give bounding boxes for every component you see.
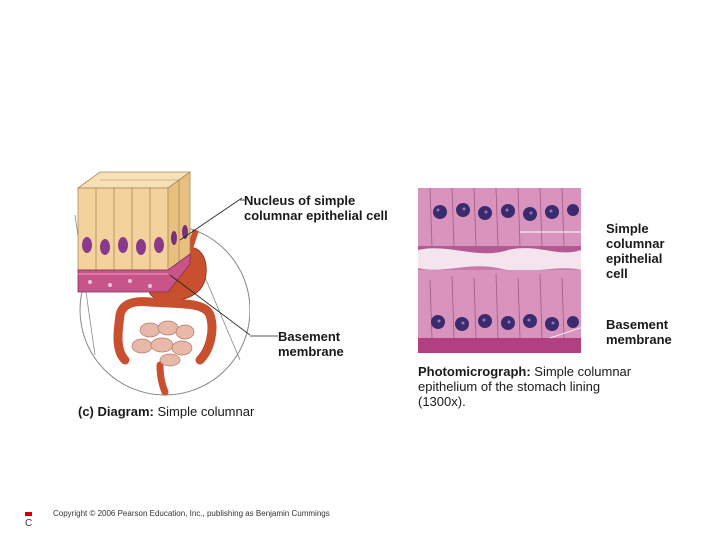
diagram-caption-prefix: (c) Diagram: — [78, 404, 154, 419]
micro-nucleus — [433, 205, 447, 219]
nucleus — [136, 239, 146, 255]
micrograph-caption-text1: Simple columnar — [534, 364, 632, 379]
micrograph-caption-prefix: Photomicrograph: — [418, 364, 531, 379]
callout-nucleus-line2: columnar epithelial cell — [244, 208, 388, 223]
copyright-notice: Copyright © 2006 Pearson Education, Inc.… — [53, 509, 330, 518]
diagram-caption-text: Simple columnar — [157, 404, 255, 419]
micrograph-caption: Photomicrograph: Simple columnar epithel… — [418, 364, 688, 409]
callout-cell: Simple columnar epithelial cell — [606, 221, 686, 281]
large-intestine — [113, 297, 217, 365]
nucleus — [171, 231, 177, 245]
micro-nucleus — [567, 316, 579, 328]
diagram-caption: (c) Diagram: Simple columnar — [78, 404, 298, 419]
slide-tag: C — [25, 518, 33, 529]
esophagus — [187, 229, 199, 249]
leader-line — [250, 335, 278, 337]
small-intestine — [131, 320, 195, 367]
photomicrograph — [418, 188, 581, 353]
callout-cell-line4: cell — [606, 266, 628, 281]
callout-basement-right: Basement membrane — [606, 317, 696, 347]
rectum — [156, 361, 169, 396]
callout-basement-right-line2: membrane — [606, 332, 672, 347]
callout-basement-left-line1: Basement — [278, 329, 341, 344]
callout-cell-line1: Simple — [606, 221, 649, 236]
epithelium-diagram — [74, 171, 250, 396]
micro-leaders — [520, 231, 605, 339]
callout-nucleus-line1: Nucleus of simple — [244, 193, 356, 208]
callout-basement-right-line1: Basement — [606, 317, 669, 332]
callout-basement-left: Basement membrane — [278, 329, 368, 359]
nucleus — [154, 237, 164, 253]
callout-nucleus: Nucleus of simple columnar epithelial ce… — [244, 193, 404, 223]
basement-layer — [77, 253, 191, 293]
lumen — [418, 248, 581, 271]
micro-nucleus — [567, 204, 579, 216]
micrograph-caption-line3: (1300x). — [418, 394, 466, 409]
nucleus — [82, 237, 92, 253]
callout-cell-line3: epithelial — [606, 251, 663, 266]
leader-nucleus — [179, 197, 243, 241]
nucleus — [118, 237, 128, 253]
micrograph-caption-line1: Photomicrograph: Simple columnar — [418, 364, 688, 379]
micrograph-caption-line2: epithelium of the stomach lining — [418, 379, 601, 394]
callout-basement-left-line2: membrane — [278, 344, 344, 359]
nucleus — [100, 239, 110, 255]
slide-marker — [25, 512, 32, 516]
leader-basement — [169, 274, 250, 336]
callout-cell-line2: columnar — [606, 236, 665, 251]
epithelial-block — [76, 171, 192, 293]
leader-line — [240, 199, 246, 201]
leader-micro-basement — [549, 319, 605, 339]
